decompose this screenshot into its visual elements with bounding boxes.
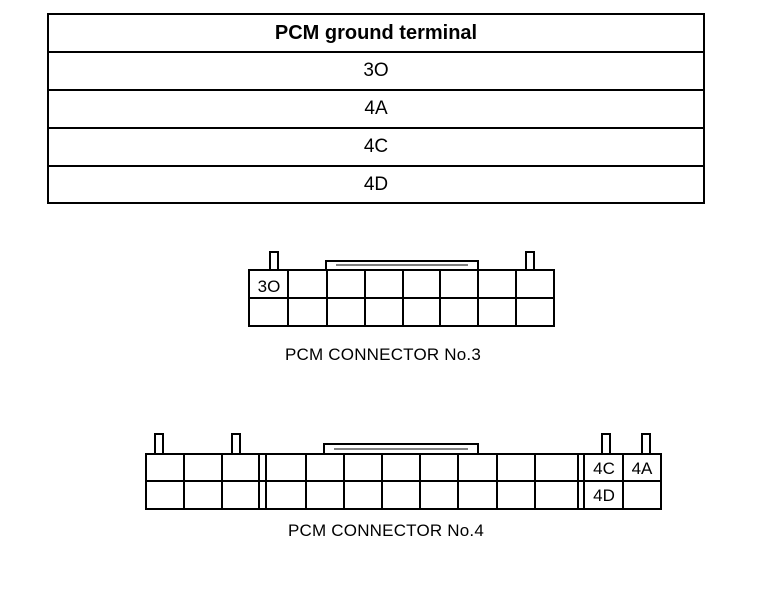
- connector-4-pin: [154, 433, 164, 455]
- table-header: PCM ground terminal: [49, 15, 703, 53]
- ground-terminal-table: PCM ground terminal 3O 4A 4C 4D: [47, 13, 705, 204]
- connector-4-pin: [601, 433, 611, 455]
- connector-4: [145, 433, 662, 510]
- connector-4-caption: PCM CONNECTOR No.4: [288, 521, 484, 540]
- table-row: 4D: [363, 173, 389, 195]
- connector-4-terminal-label: 4D: [593, 486, 615, 505]
- connector-3-pin-right: [525, 251, 535, 271]
- connector-4-terminal-label: 4C: [593, 459, 615, 478]
- connector-4-terminal-label: 4A: [632, 459, 653, 478]
- table-row: 3O: [49, 53, 703, 91]
- table-row: 4A: [49, 91, 703, 129]
- connector-4-pin: [231, 433, 241, 455]
- connector-3-terminal-label: 3O: [258, 277, 281, 296]
- connector-3: [248, 251, 555, 327]
- connector-3-pin-left: [269, 251, 279, 271]
- connector-3-caption: PCM CONNECTOR No.3: [285, 345, 481, 364]
- connector-4-pin: [641, 433, 651, 455]
- table-row: 4C: [49, 129, 703, 167]
